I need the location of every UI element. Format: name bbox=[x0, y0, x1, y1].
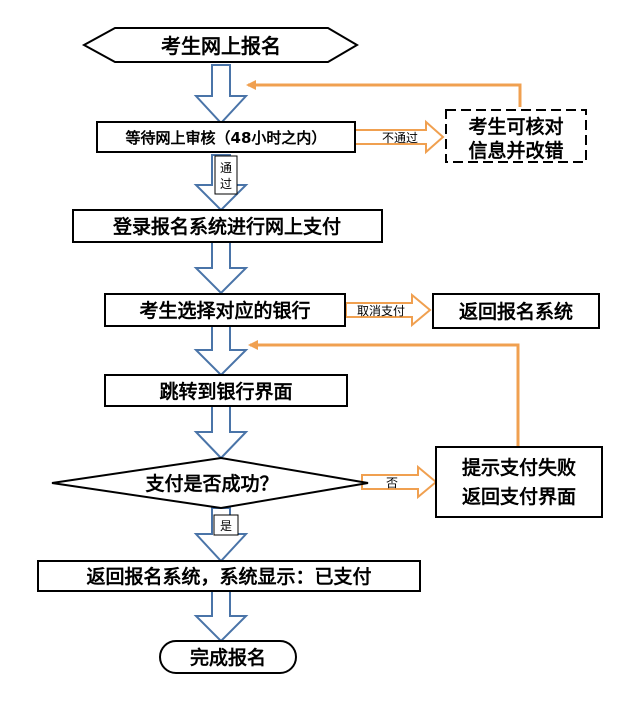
orange-right-arrows bbox=[345, 119, 445, 500]
node-return-system: 返回报名系统 bbox=[432, 293, 600, 329]
node-paid: 返回报名系统，系统显示：已支付 bbox=[37, 560, 421, 592]
node-end: 完成报名 bbox=[159, 640, 297, 674]
review-label: 等待网上审核（48小时之内） bbox=[126, 129, 327, 147]
node-start: 考生网上报名 bbox=[81, 27, 359, 63]
arrow-down-1 bbox=[193, 64, 249, 125]
modify-label-line2: 信息并改错 bbox=[468, 139, 563, 162]
end-label: 完成报名 bbox=[190, 646, 266, 669]
return-system-label: 返回报名系统 bbox=[459, 300, 573, 323]
arrow-cancel-pay bbox=[345, 292, 432, 328]
arrow-down-3 bbox=[193, 241, 249, 295]
pay-failed-line2: 返回支付界面 bbox=[462, 485, 576, 508]
node-login-pay: 登录报名系统进行网上支付 bbox=[72, 209, 383, 243]
decision-label: 支付是否成功？ bbox=[144, 472, 278, 495]
choose-bank-label: 考生选择对应的银行 bbox=[139, 299, 310, 322]
edge-label-pass: 通 过 bbox=[214, 155, 238, 195]
edge-label-yes: 是 bbox=[213, 514, 239, 536]
start-label: 考生网上报名 bbox=[161, 34, 281, 58]
yes-label: 是 bbox=[220, 519, 232, 533]
no-label: 否 bbox=[386, 476, 398, 490]
modify-label-line1: 考生可核对 bbox=[468, 115, 563, 138]
pay-failed-line1: 提示支付失败 bbox=[462, 456, 576, 479]
cancel-pay-label: 取消支付 bbox=[357, 304, 405, 318]
node-choose-bank: 考生选择对应的银行 bbox=[104, 293, 346, 327]
arrow-no bbox=[361, 464, 438, 500]
node-pay-failed: 提示支付失败 返回支付界面 bbox=[435, 446, 603, 518]
login-pay-label: 登录报名系统进行网上支付 bbox=[112, 215, 341, 238]
pass-label-2: 过 bbox=[220, 177, 232, 191]
pass-label-1: 通 bbox=[220, 161, 232, 175]
arrow-down-5 bbox=[193, 405, 249, 460]
not-pass-label: 不通过 bbox=[382, 131, 418, 145]
return-line-fail bbox=[248, 340, 520, 447]
return-line-modify bbox=[246, 80, 522, 107]
node-jump-bank: 跳转到银行界面 bbox=[104, 374, 348, 407]
arrow-down-4 bbox=[193, 325, 249, 377]
arrow-not-pass bbox=[354, 119, 445, 155]
paid-label: 返回报名系统，系统显示：已支付 bbox=[86, 565, 371, 588]
node-modify-info: 考生可核对 信息并改错 bbox=[445, 109, 587, 163]
node-review: 等待网上审核（48小时之内） bbox=[96, 121, 356, 153]
jump-bank-label: 跳转到银行界面 bbox=[159, 380, 292, 403]
node-decision: 支付是否成功？ bbox=[51, 456, 369, 510]
arrow-down-7 bbox=[193, 590, 249, 643]
